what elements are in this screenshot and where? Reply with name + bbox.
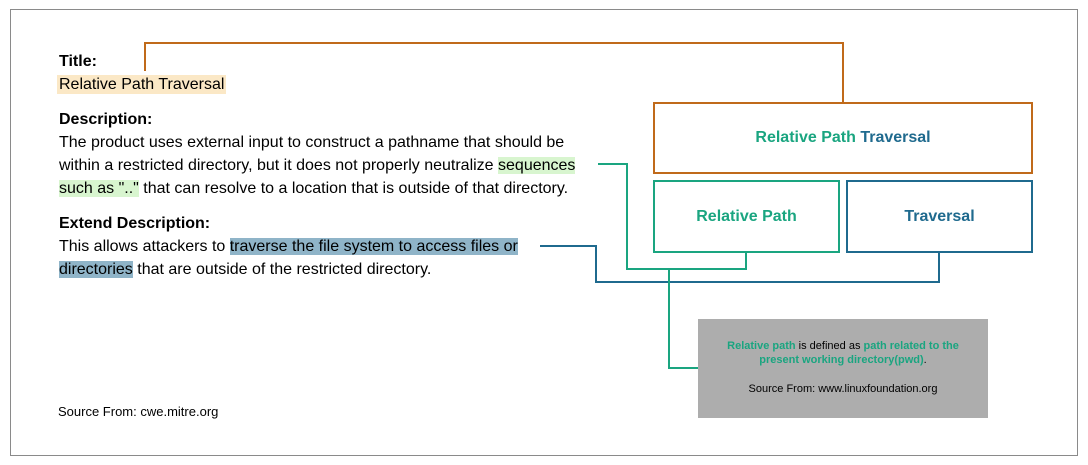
title-connector [144, 42, 844, 102]
description-line-2: within a restricted directory, but it do… [59, 154, 619, 177]
traverse-connector [540, 245, 940, 283]
source-left: Source From: cwe.mitre.org [58, 404, 219, 419]
description-line-3: such as ".." that can resolve to a locat… [59, 177, 619, 200]
extend-line-2: directories that are outside of the rest… [59, 258, 619, 281]
extend-line-1: This allows attackers to traverse the fi… [59, 235, 619, 258]
title-value: Relative Path Traversal [57, 73, 227, 96]
description-text: The product uses external input to const… [59, 131, 619, 200]
highlight-traverse: traverse the file system to access files… [229, 238, 518, 255]
highlight-sequences: sequences [498, 157, 576, 174]
title-label: Title: [59, 53, 97, 70]
definition-note: Relative path is defined as path related… [698, 319, 988, 418]
note-end: . [923, 354, 927, 366]
description-line-3-text: that can resolve to a location that is o… [138, 180, 569, 197]
note-connector [668, 269, 698, 369]
box-main-part2: Traversal [855, 129, 931, 146]
highlight-directories: directories [59, 261, 133, 278]
description-line-2-text: within a restricted directory, but it do… [59, 157, 499, 174]
extend-label: Extend Description: [59, 215, 211, 232]
note-source: Source From: www.linuxfoundation.org [748, 383, 938, 395]
extend-text: This allows attackers to traverse the fi… [59, 235, 619, 281]
box-relative-path-traversal: Relative Path Traversal [653, 102, 1033, 174]
note-term: Relative path [727, 340, 796, 352]
title-value-text: Relative Path Traversal [57, 75, 227, 94]
description-line-1: The product uses external input to const… [59, 134, 565, 151]
sequences-connector [598, 163, 747, 270]
highlight-such-as: such as ".." [59, 180, 139, 197]
box-traversal: Traversal [846, 180, 1033, 253]
note-definition: Relative path is defined as path related… [708, 339, 978, 367]
extend-line-1-text: This allows attackers to [59, 238, 230, 255]
note-definition-text: path related to the present working dire… [759, 340, 959, 366]
note-mid: is defined as [795, 340, 864, 352]
box-main-part1: Relative Path [755, 129, 856, 146]
box-relative-path: Relative Path [653, 180, 840, 253]
extend-line-2-text: that are outside of the restricted direc… [132, 261, 432, 278]
description-label: Description: [59, 111, 153, 128]
